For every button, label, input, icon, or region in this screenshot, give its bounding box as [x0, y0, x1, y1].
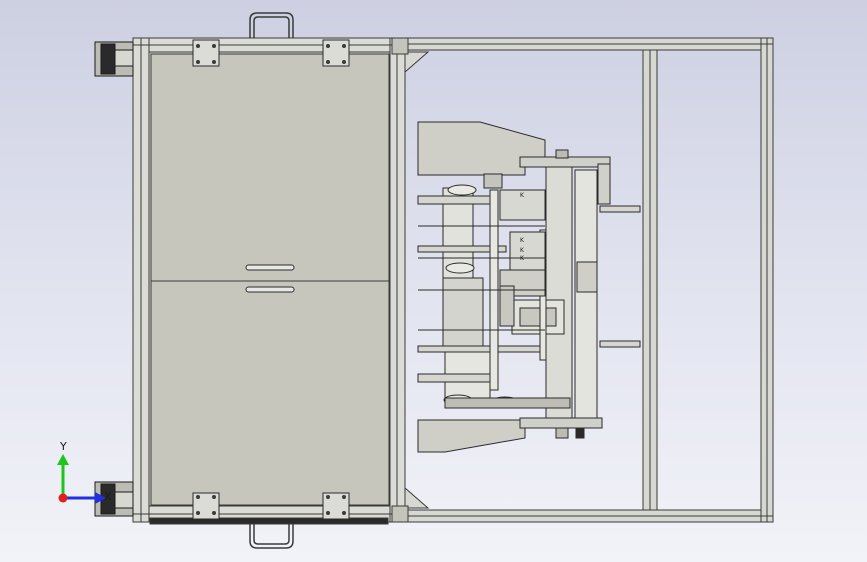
- enclosure-door-panel-top: [150, 53, 390, 282]
- part-label-d: K: [520, 255, 525, 262]
- caster-top-arm: [114, 49, 134, 67]
- caster-top-plate: [100, 43, 116, 75]
- rod-upper: [599, 205, 641, 213]
- bottom-bracket: [519, 417, 603, 429]
- panel-handles: [245, 264, 295, 293]
- fitting-bottom: [555, 427, 569, 439]
- lifting-handle-bottom: [249, 524, 294, 549]
- right-frame: [391, 37, 774, 523]
- shaft-2: [417, 245, 507, 253]
- caster-brackets: [94, 41, 134, 517]
- y-axis-label: Y: [60, 440, 67, 453]
- shaft-1: [417, 195, 499, 205]
- x-axis-arrowhead: [95, 492, 106, 504]
- frame-joint-bottom: [391, 505, 409, 523]
- part-label-b: K: [520, 237, 525, 244]
- gear-block-inner: [519, 307, 557, 327]
- column-b: [442, 277, 484, 349]
- lifting-handles: [249, 12, 294, 549]
- part-label-c: K: [520, 247, 525, 254]
- hinge-bolts: [196, 44, 346, 515]
- roller-2: [445, 262, 475, 274]
- gusset-top: [404, 51, 430, 74]
- x-axis-label: X: [104, 490, 112, 503]
- enclosure: [132, 37, 406, 525]
- shaft-3: [417, 373, 499, 383]
- mechanism: [417, 121, 641, 453]
- main-plate: [545, 163, 573, 427]
- part-label-group: K K K K: [520, 192, 525, 262]
- panel-handle-upper: [245, 264, 295, 271]
- shaft-4: [417, 345, 549, 353]
- lifting-handle-top-inner: [253, 16, 290, 38]
- panel-handle-lower: [245, 286, 295, 293]
- enclosure-door-panel-bottom: [150, 280, 390, 506]
- slide-block: [576, 261, 598, 293]
- cluster-1: [499, 189, 546, 221]
- fitting-top: [555, 149, 569, 159]
- part-label-a: K: [520, 192, 525, 199]
- gusset-bottom: [404, 486, 430, 509]
- enclosure-base-plate: [149, 517, 389, 525]
- lifting-handle-top: [249, 12, 294, 38]
- caster-bottom-arm: [114, 491, 134, 509]
- spacer-1: [483, 173, 503, 189]
- y-axis-arrowhead: [57, 454, 69, 465]
- mechanism-housing-lower: [417, 419, 526, 453]
- frame-joint-top: [391, 37, 409, 55]
- spacer-2: [499, 285, 515, 327]
- roller-1: [447, 184, 477, 196]
- lifting-handle-bottom-inner: [253, 524, 290, 545]
- coordinate-triad: Y X: [40, 440, 120, 520]
- slide-rail: [574, 169, 598, 419]
- drive-belt: [444, 397, 571, 409]
- origin-dot: [58, 493, 68, 503]
- top-bracket-side: [597, 163, 611, 205]
- cluster-2: [509, 231, 546, 271]
- fitting-bottom-2: [575, 427, 585, 439]
- rod-lower: [599, 340, 641, 348]
